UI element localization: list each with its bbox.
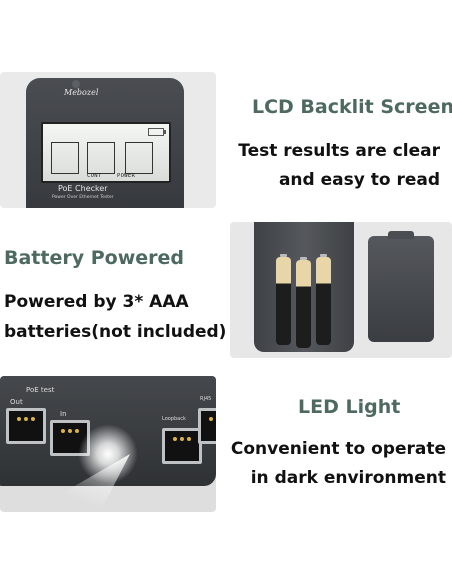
device-subtitle: Power Over Ethernet Tester	[52, 195, 114, 200]
battery-case	[254, 222, 354, 352]
led-heading: LED Light	[298, 396, 401, 418]
silk-loopback: Loopback	[162, 416, 186, 422]
battery-line-2: batteries(not included)	[4, 322, 227, 342]
power-unit-icon	[125, 142, 153, 174]
battery-cover	[368, 231, 434, 342]
aaa-battery	[276, 254, 291, 345]
pair-test-icon	[87, 142, 115, 174]
battery-compartment-photo	[230, 222, 452, 358]
brand-logo: Mebozel	[64, 88, 99, 97]
strap-stud	[72, 80, 80, 88]
battery-heading: Battery Powered	[4, 247, 184, 269]
aaa-battery	[316, 254, 331, 345]
loopback-port	[162, 428, 202, 464]
lcd-device-photo: Mebozel CONT POWER PoE Checker Power Ove…	[0, 72, 216, 208]
device-name: PoE Checker	[58, 184, 108, 193]
silk-out: Out	[10, 398, 23, 406]
led-light-icon	[78, 424, 138, 484]
led-line-1: Convenient to operate	[230, 439, 446, 459]
silk-poe-test: PoE test	[26, 386, 55, 394]
silk-in: In	[60, 410, 67, 418]
screen-label-power: POWER	[117, 173, 136, 179]
rj45-port	[198, 408, 216, 444]
lcd-line-1: Test results are clear	[238, 141, 440, 161]
led-light-photo: PoE test Out In Loopback RJ45	[0, 376, 216, 512]
battery-level-icon	[148, 128, 166, 136]
screen-label-cont: CONT	[87, 173, 102, 179]
aaa-battery	[296, 257, 311, 348]
rj45-out-port	[6, 408, 46, 444]
lcd-screen: CONT POWER	[41, 122, 171, 183]
silk-rj45: RJ45	[200, 396, 212, 402]
lcd-line-2: and easy to read	[278, 170, 440, 190]
lcd-heading: LCD Backlit Screen	[252, 96, 452, 118]
led-line-2: in dark environment	[250, 468, 446, 488]
battery-line-1: Powered by 3* AAA	[4, 292, 189, 312]
network-port-icon	[51, 142, 79, 174]
